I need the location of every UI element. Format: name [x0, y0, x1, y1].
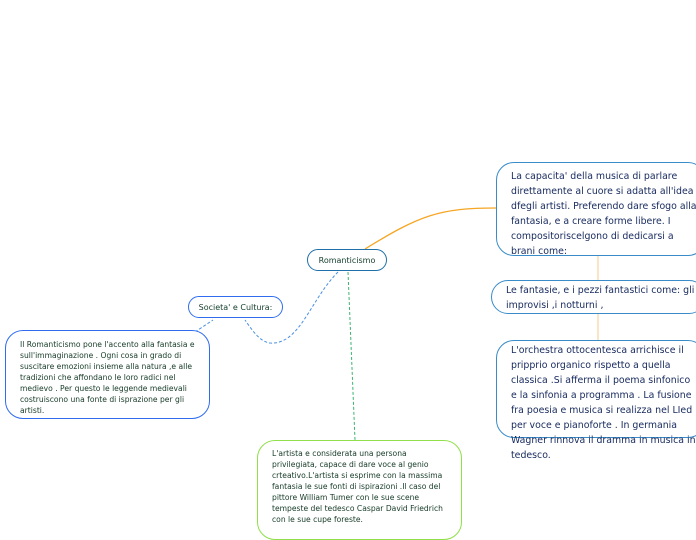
connector-root-artist: [347, 271, 356, 441]
connector-society-detail: [194, 319, 214, 333]
orchestra-node[interactable]: L'orchestra ottocentesca arrichisce il p…: [496, 340, 696, 461]
artist-node[interactable]: L'artista e considerata una persona priv…: [257, 440, 462, 540]
music-node[interactable]: La capacita' della musica di parlare dir…: [496, 162, 696, 257]
society-detail-node[interactable]: Il Romanticismo pone l'accento alla fant…: [5, 330, 210, 419]
connector-root-society: [244, 271, 339, 344]
root-node[interactable]: Romanticismo: [307, 249, 387, 271]
connectors: [194, 207, 599, 441]
connector-root-music: [364, 207, 497, 250]
society-node[interactable]: Societa' e Cultura:: [188, 296, 283, 318]
fantasies-node[interactable]: Le fantasie, e i pezzi fantastici come: …: [491, 280, 696, 314]
